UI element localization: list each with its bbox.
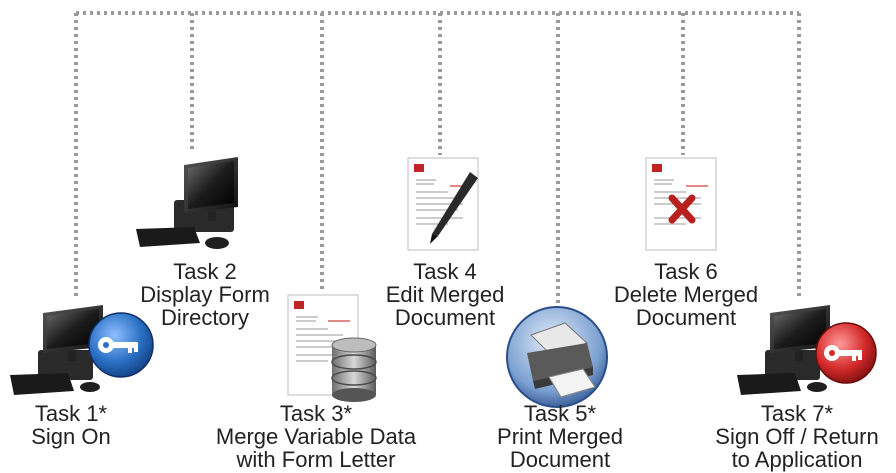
task-1-line-1: Sign On	[31, 424, 111, 449]
task-4-line-2: Document	[394, 305, 496, 330]
task-4-label: Task 4 Edit Merged Document	[370, 260, 520, 329]
task-1-title: Task 1*	[34, 401, 108, 426]
task-5-title: Task 5*	[523, 401, 597, 426]
computer-icon	[136, 157, 238, 249]
computer-with-red-key-icon	[737, 305, 877, 395]
task-2-line-1: Display Form	[140, 282, 270, 307]
task-4-line-1: Edit Merged	[385, 282, 505, 307]
task-7-line-1: Sign Off / Return	[715, 424, 879, 449]
task-6-line-2: Document	[635, 305, 737, 330]
task-5-label: Task 5* Print Merged Document	[480, 402, 640, 471]
task-7-label: Task 7* Sign Off / Return to Application	[700, 402, 894, 471]
task-5-line-1: Print Merged	[497, 424, 623, 449]
document-with-pen-icon	[407, 157, 479, 251]
task-3-title: Task 3*	[279, 401, 353, 426]
task-7-title: Task 7*	[760, 401, 834, 426]
task-2-label: Task 2 Display Form Directory	[130, 260, 280, 329]
document-with-red-x-icon	[645, 157, 717, 251]
printer-icon	[506, 306, 608, 408]
task-1-label: Task 1* Sign On	[16, 402, 126, 448]
computer-with-blue-key-icon	[10, 305, 154, 395]
task-2-title: Task 2	[173, 259, 237, 284]
task-7-line-2: to Application	[731, 447, 863, 472]
task-2-line-2: Directory	[160, 305, 249, 330]
task-5-line-2: Document	[509, 447, 611, 472]
task-6-title: Task 6	[654, 259, 718, 284]
task-6-label: Task 6 Delete Merged Document	[606, 260, 766, 329]
task-3-line-2: with Form Letter	[236, 447, 396, 472]
task-3-label: Task 3* Merge Variable Data with Form Le…	[196, 402, 436, 471]
document-with-database-icon	[287, 294, 377, 402]
task-3-line-1: Merge Variable Data	[215, 424, 417, 449]
task-4-title: Task 4	[413, 259, 477, 284]
connector-lines	[74, 11, 801, 305]
task-6-line-1: Delete Merged	[613, 282, 759, 307]
